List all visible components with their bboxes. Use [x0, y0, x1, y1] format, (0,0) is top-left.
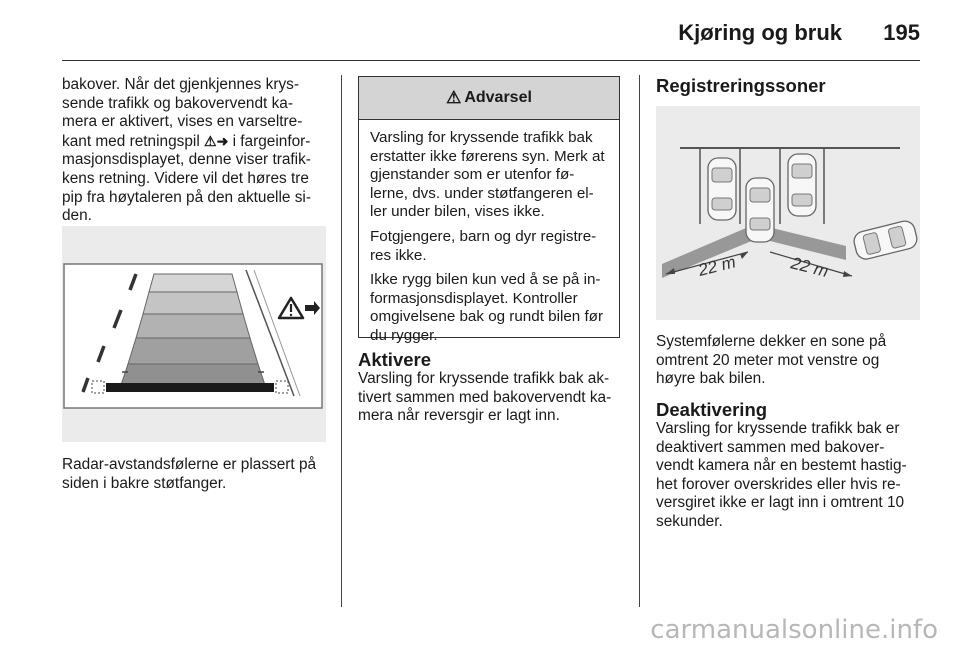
- zones-text: Systemfølerne dekker en sone på omtrent …: [656, 333, 887, 388]
- page-header: Kjøring og bruk 195: [0, 0, 960, 62]
- deactivate-text: Varsling for kryssende trafikk bak er de…: [656, 420, 907, 530]
- figure-caption: Radar-avstandsfølerne er plassert på sid…: [62, 456, 317, 492]
- deactivate-section: Deaktivering Varsling for kryssende traf…: [656, 400, 922, 532]
- warning-header: ⚠ Advarsel: [359, 77, 619, 120]
- section-title: Kjøring og bruk: [678, 20, 842, 45]
- warning-paragraph-3: Ikke rygg bilen kun ved å se på in-forma…: [370, 271, 604, 344]
- zones-text-wrap: Systemfølerne dekker en sone på omtrent …: [656, 333, 922, 389]
- column-1: bakover. Når det gjenkjennes krys-sende …: [62, 76, 324, 226]
- detection-zones-diagram-icon: 22 m 22 m: [656, 106, 920, 320]
- page-number: 195: [883, 20, 920, 45]
- activate-section: Aktivere Varsling for kryssende trafikk …: [358, 350, 622, 426]
- column-1-caption: Radar-avstandsfølerne er plassert på sid…: [62, 456, 324, 493]
- activate-text: Varsling for kryssende trafikk bak ak-ti…: [358, 370, 612, 425]
- warning-box: ⚠ Advarsel Varsling for kryssende trafik…: [358, 76, 620, 344]
- header-rule: [62, 60, 920, 61]
- warning-triangle-arrow-icon: ⚠➜: [204, 132, 229, 149]
- zones-heading: Registreringssoner: [656, 75, 826, 96]
- right-distance-label: 22 m: [788, 253, 830, 281]
- warning-paragraph-1: Varsling for kryssende trafikk bak ersta…: [370, 129, 605, 221]
- deactivate-heading: Deaktivering: [656, 399, 768, 420]
- warning-body: Varsling for kryssende trafikk bak ersta…: [359, 120, 619, 346]
- rear-camera-display-icon: [62, 226, 326, 442]
- warning-heading: Advarsel: [464, 89, 532, 106]
- warning-icon: ⚠: [446, 88, 462, 107]
- watermark: carmanualsonline.info: [650, 615, 938, 645]
- warning-paragraph-2: Fotgjengere, barn og dyr registre-res ik…: [370, 227, 597, 264]
- column-divider-2: [639, 75, 640, 607]
- zones-heading-wrap: Registreringssoner: [656, 76, 922, 96]
- activate-heading: Aktivere: [358, 349, 432, 370]
- intro-paragraph: bakover. Når det gjenkjennes krys-sende …: [62, 76, 311, 225]
- column-divider-1: [341, 75, 342, 607]
